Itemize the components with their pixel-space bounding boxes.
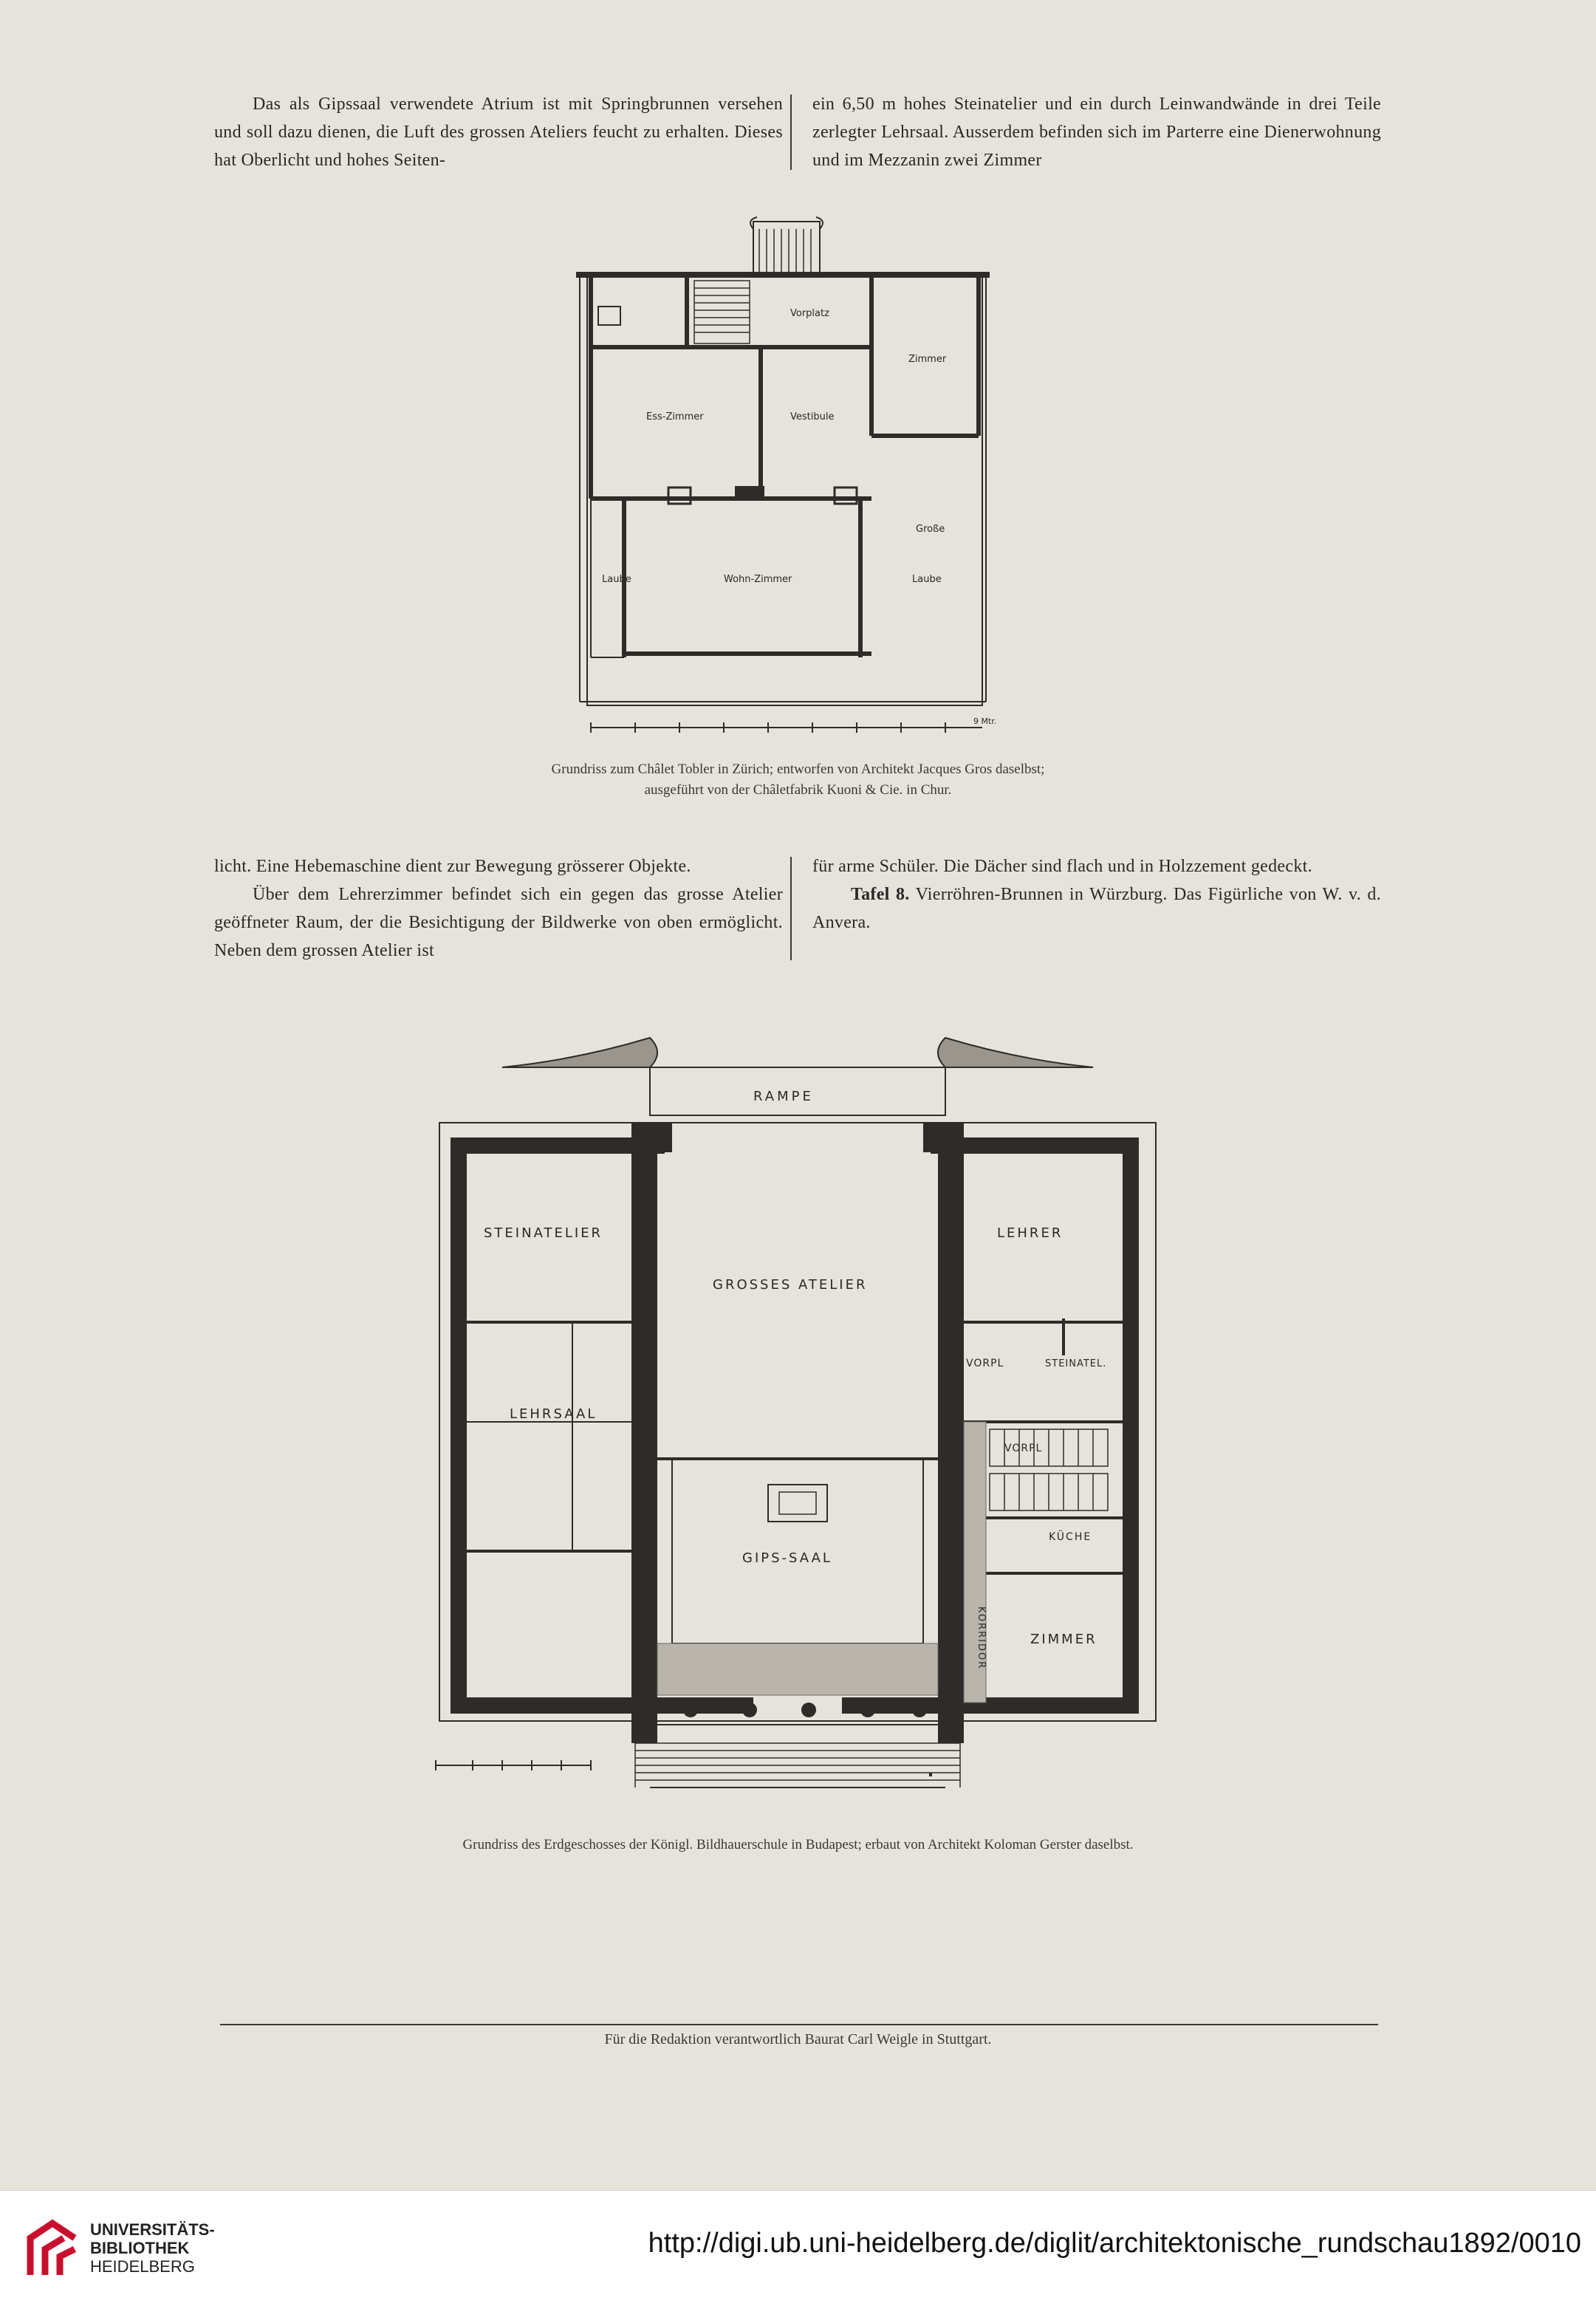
library-bar: UNIVERSITÄTS- BIBLIOTHEK HEIDELBERG http… xyxy=(0,2190,1596,2306)
chalet-plan-drawing: Vorplatz Zimmer Ess-Zimmer Vestibule Gro… xyxy=(576,216,996,733)
room-vorpl-2: VORPL xyxy=(1004,1443,1042,1454)
room-vestibule: Vestibule xyxy=(790,411,834,422)
library-logo-icon xyxy=(27,2219,77,2275)
caption-chalet-line1: Grundriss zum Châlet Tobler in Zürich; e… xyxy=(551,762,1045,777)
room-vorplatz: Vorplatz xyxy=(790,308,829,319)
floor-plan-bildhauerschule: RAMPE STEINATELIER GROSSES ATELIER LEHRE… xyxy=(428,1030,1167,1791)
column-divider xyxy=(790,95,792,170)
middle-left-paragraph-2: Über dem Lehrerzimmer befindet sich ein … xyxy=(214,885,783,960)
middle-right-paragraph-1: für arme Schüler. Die Dächer sind flach … xyxy=(812,857,1312,876)
caption-chalet: Grundriss zum Châlet Tobler in Zürich; e… xyxy=(0,759,1596,801)
room-lehrsaal: LEHRSAAL xyxy=(510,1406,597,1422)
top-left-column: Das als Gipssaal verwendete Atrium ist m… xyxy=(214,90,783,174)
bildhauerschule-plan-drawing: RAMPE STEINATELIER GROSSES ATELIER LEHRE… xyxy=(435,1036,1157,1788)
tafel-label: Tafel 8. xyxy=(851,885,910,904)
room-lehrer: LEHRER xyxy=(997,1225,1063,1241)
room-laube-left: Laube xyxy=(602,574,631,585)
room-ess-zimmer: Ess-Zimmer xyxy=(646,411,704,422)
footer-text: Für die Redaktion verantwortlich Baurat … xyxy=(604,2031,992,2047)
room-grosse: Große xyxy=(916,524,945,535)
library-name: UNIVERSITÄTS- BIBLIOTHEK HEIDELBERG xyxy=(90,2220,215,2276)
column-divider xyxy=(790,857,792,960)
room-korridor: KORRIDOR xyxy=(976,1607,987,1669)
top-right-paragraph: ein 6,50 m hohes Steinatelier und ein du… xyxy=(812,95,1381,170)
room-rampe: RAMPE xyxy=(753,1089,814,1104)
library-name-line3: HEIDELBERG xyxy=(90,2257,195,2276)
top-right-column: ein 6,50 m hohes Steinatelier und ein du… xyxy=(812,90,1381,174)
room-laube-right: Laube xyxy=(912,574,942,585)
room-grosses-atelier: GROSSES ATELIER xyxy=(713,1277,868,1293)
room-zimmer: Zimmer xyxy=(908,354,947,365)
caption-bildhauerschule: Grundriss des Erdgeschosses der Königl. … xyxy=(462,1837,1134,1852)
floor-plan-chalet: Vorplatz Zimmer Ess-Zimmer Vestibule Gro… xyxy=(569,214,997,746)
room-zimmer: ZIMMER xyxy=(1030,1632,1097,1647)
room-vorpl: VORPL xyxy=(966,1358,1004,1369)
middle-right-paragraph-2: Vierröhren-Brunnen in Würzburg. Das Figü… xyxy=(812,885,1381,932)
source-url-link[interactable]: http://digi.ub.uni-heidelberg.de/diglit/… xyxy=(648,2228,1581,2259)
middle-left-paragraph-1: licht. Eine Hebemaschine dient zur Beweg… xyxy=(214,857,691,876)
scanned-page: Das als Gipssaal verwendete Atrium ist m… xyxy=(0,90,1596,2047)
top-text-columns: Das als Gipssaal verwendete Atrium ist m… xyxy=(214,90,1381,174)
room-wohn-zimmer: Wohn-Zimmer xyxy=(724,574,792,585)
middle-left-column: licht. Eine Hebemaschine dient zur Beweg… xyxy=(214,852,783,965)
library-name-line1: UNIVERSITÄTS- xyxy=(90,2220,215,2239)
middle-text-columns: licht. Eine Hebemaschine dient zur Beweg… xyxy=(214,852,1381,965)
caption-chalet-line2: ausgeführt von der Châletfabrik Kuoni & … xyxy=(644,782,952,798)
top-left-paragraph: Das als Gipssaal verwendete Atrium ist m… xyxy=(214,95,783,170)
library-name-line2: BIBLIOTHEK xyxy=(90,2239,190,2257)
footer-rule xyxy=(220,2024,1378,2025)
scale-label: 9 Mtr. xyxy=(973,716,996,726)
room-kueche: KÜCHE xyxy=(1049,1530,1092,1543)
room-gips-saal: GIPS-SAAL xyxy=(742,1550,832,1566)
middle-right-column: für arme Schüler. Die Dächer sind flach … xyxy=(812,852,1381,965)
room-steinatel: STEINATEL. xyxy=(1045,1358,1106,1369)
room-steinatelier: STEINATELIER xyxy=(484,1225,603,1241)
